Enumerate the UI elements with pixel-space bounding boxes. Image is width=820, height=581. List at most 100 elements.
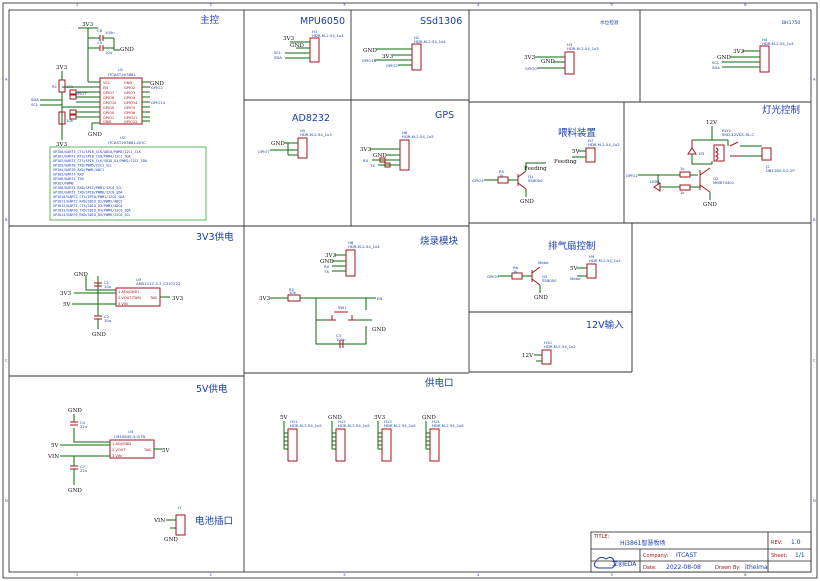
svg-text:SCL: SCL <box>274 50 282 55</box>
border-tick: 2 <box>210 2 213 7</box>
svg-text:U4: U4 <box>128 429 134 434</box>
3v3-supply-block: U3 AMS1117-3.3_C347222 1 ADJ(GND) 2 VOUT… <box>60 272 184 338</box>
border-tick: 3 <box>343 2 346 7</box>
svg-text:GPIO7: GPIO7 <box>75 91 87 96</box>
svg-text:R6: R6 <box>513 265 519 270</box>
doc-note-line: GPIO2/UART1_CTS/SPI0_CLK/SDIO_D1/PWM2/I2… <box>53 159 147 163</box>
svg-text:GPIO12: GPIO12 <box>124 120 137 124</box>
svg-text:5V: 5V <box>162 448 171 454</box>
svg-text:GPIO1: GPIO1 <box>472 178 484 183</box>
doc-note-line: GPIO8/UART1_RXD/SPI1/PWM1/I2C0_SCL <box>53 186 122 190</box>
doc-note-line: GPIO1/UART1_RTS/SPI0_CS0/PWM4/I2C1_SDA <box>53 155 131 159</box>
svg-text:GND: GND <box>74 272 88 278</box>
doc-note-line: GPIO11/UART2_RXD/SDIO_D2/PWM2/ADC5 <box>53 200 122 204</box>
svg-text:12V: 12V <box>706 120 718 126</box>
svg-text:J1: J1 <box>177 505 182 510</box>
svg-text:5V: 5V <box>63 302 72 308</box>
svg-text:1k: 1k <box>680 166 685 171</box>
svg-text:H4: H4 <box>762 37 768 42</box>
title-fan: 排气扇控制 <box>548 240 596 252</box>
svg-text:10u: 10u <box>105 50 113 55</box>
svg-text:EN: EN <box>377 296 382 301</box>
12v-input-block: 12V H10 HDR-M-2.54_1x2 <box>522 340 576 365</box>
svg-text:DB126V-5.0-2P: DB126V-5.0-2P <box>766 168 795 173</box>
svg-text:10u: 10u <box>104 318 112 323</box>
border-tick: C <box>813 357 816 362</box>
svg-text:GND: GND <box>320 259 334 265</box>
svg-text:HDR-M-2.54_1x5: HDR-M-2.54_1x5 <box>290 423 322 428</box>
svg-text:H9: H9 <box>589 254 595 259</box>
water-level-block: 3V3 GND GPIO0 H3 HDR-M-2.54_1x3 <box>524 42 599 75</box>
svg-text:TITLE:: TITLE: <box>593 534 610 540</box>
svg-text:R1: R1 <box>52 84 58 89</box>
svg-text:GPIO0: GPIO0 <box>525 66 537 71</box>
bh1750-block: 3V3 GND SCL SDA H4 HDR-M-2.54_1x4 <box>712 37 794 73</box>
doc-note-line: GPIO7/PWM0 <box>53 182 73 186</box>
svg-text:GND: GND <box>717 55 731 61</box>
svg-text:GND: GND <box>68 408 82 414</box>
svg-text:Motor: Motor <box>570 276 581 281</box>
svg-text:C2: C2 <box>104 314 110 319</box>
border-tick: D <box>5 498 8 503</box>
doc-note-line: GPIO4/UART0_RXD/PWM1/ADC1 <box>53 168 104 172</box>
svg-text:3V3: 3V3 <box>172 296 184 302</box>
svg-text:2 VOUT(TAB): 2 VOUT(TAB) <box>118 296 142 300</box>
svg-text:1.0: 1.0 <box>791 539 801 546</box>
svg-text:GND: GND <box>88 132 102 138</box>
svg-text:GPIO0: GPIO0 <box>103 111 115 115</box>
title-p5: 5V供电 <box>196 383 228 395</box>
5v-supply-block: U4 LM1084S-5.0/TR 1 ADJ/GND 2 VOUT 3 VIN… <box>47 408 171 494</box>
border-tick: 5 <box>611 2 614 7</box>
svg-text:GND: GND <box>372 327 386 333</box>
border-tick: 5 <box>611 572 614 577</box>
svg-text:H5: H5 <box>300 128 306 133</box>
svg-text:HDR-M-2.54_1x4: HDR-M-2.54_1x4 <box>312 33 344 38</box>
burn-module-block: 3V3 GND RX TX H8 HDR-M-2.54_1x4 3V3 R2 1… <box>259 240 386 348</box>
svg-text:GND: GND <box>290 43 304 49</box>
title-burn: 烧录模块 <box>420 235 459 247</box>
svg-text:3V3: 3V3 <box>382 54 394 60</box>
svg-text:GND: GND <box>541 59 555 65</box>
svg-text:GPIO0: GPIO0 <box>487 274 499 279</box>
svg-text:GPIO4: GPIO4 <box>124 96 136 100</box>
svg-text:GND: GND <box>271 141 285 147</box>
svg-text:SRD-12VDC-SL-C: SRD-12VDC-SL-C <box>722 132 755 137</box>
ad8232-block: GND GPIO7 H5 HDR-M-2.54_1x3 <box>258 128 332 159</box>
svg-text:GPIO3: GPIO3 <box>124 91 135 95</box>
svg-text:GND: GND <box>373 153 387 159</box>
section-borders <box>9 10 811 572</box>
svg-text:GPIO14: GPIO14 <box>124 101 138 105</box>
svg-text:GND: GND <box>534 295 548 301</box>
svg-text:HDR-M-2.54_1x5: HDR-M-2.54_1x5 <box>384 423 416 428</box>
svg-text:C5: C5 <box>97 40 103 45</box>
gpio-flags-right: GPIO2 GPIO14 <box>142 85 166 122</box>
border-tick: 6 <box>744 2 747 7</box>
border-tick: 4 <box>477 572 480 577</box>
svg-text:REV:: REV: <box>771 540 783 546</box>
svg-text:itheima: itheima <box>745 564 768 571</box>
svg-text:GPIO9: GPIO9 <box>103 106 115 110</box>
svg-text:Date:: Date: <box>643 565 657 571</box>
svg-text:1 ADJ(GND): 1 ADJ(GND) <box>118 290 139 294</box>
svg-text:GPIO2: GPIO2 <box>151 85 163 90</box>
svg-text:HDR-M-2.54_1x2: HDR-M-2.54_1x2 <box>588 142 620 147</box>
svg-text:3 VIN: 3 VIN <box>112 454 122 458</box>
svg-text:GPIO2: GPIO2 <box>124 86 135 90</box>
svg-text:GPIO7: GPIO7 <box>258 149 270 154</box>
svg-text:SW1: SW1 <box>338 305 347 310</box>
svg-text:10k: 10k <box>289 290 297 295</box>
title-batt: 电池插口 <box>195 515 233 527</box>
svg-text:VIN: VIN <box>47 454 59 460</box>
svg-text:GPIO2: GPIO2 <box>626 173 638 178</box>
svg-text:GND: GND <box>124 81 132 85</box>
svg-text:HDR-M-2.54_1x5: HDR-M-2.54_1x5 <box>338 423 370 428</box>
svg-text:GND: GND <box>703 202 717 208</box>
svg-text:D3: D3 <box>699 151 705 156</box>
border-tick: B <box>813 217 816 222</box>
svg-text:H12: H12 <box>338 419 346 424</box>
doc-note-line: GPIO14/UART0_RXD/SDIO_D5/PWM5/I2C0_SCL <box>53 213 131 217</box>
mpu6050-block: 3V3 GND SCL SDA H1 HDR-M-2.54_1x4 <box>274 29 344 63</box>
svg-text:SS8050: SS8050 <box>542 278 557 283</box>
